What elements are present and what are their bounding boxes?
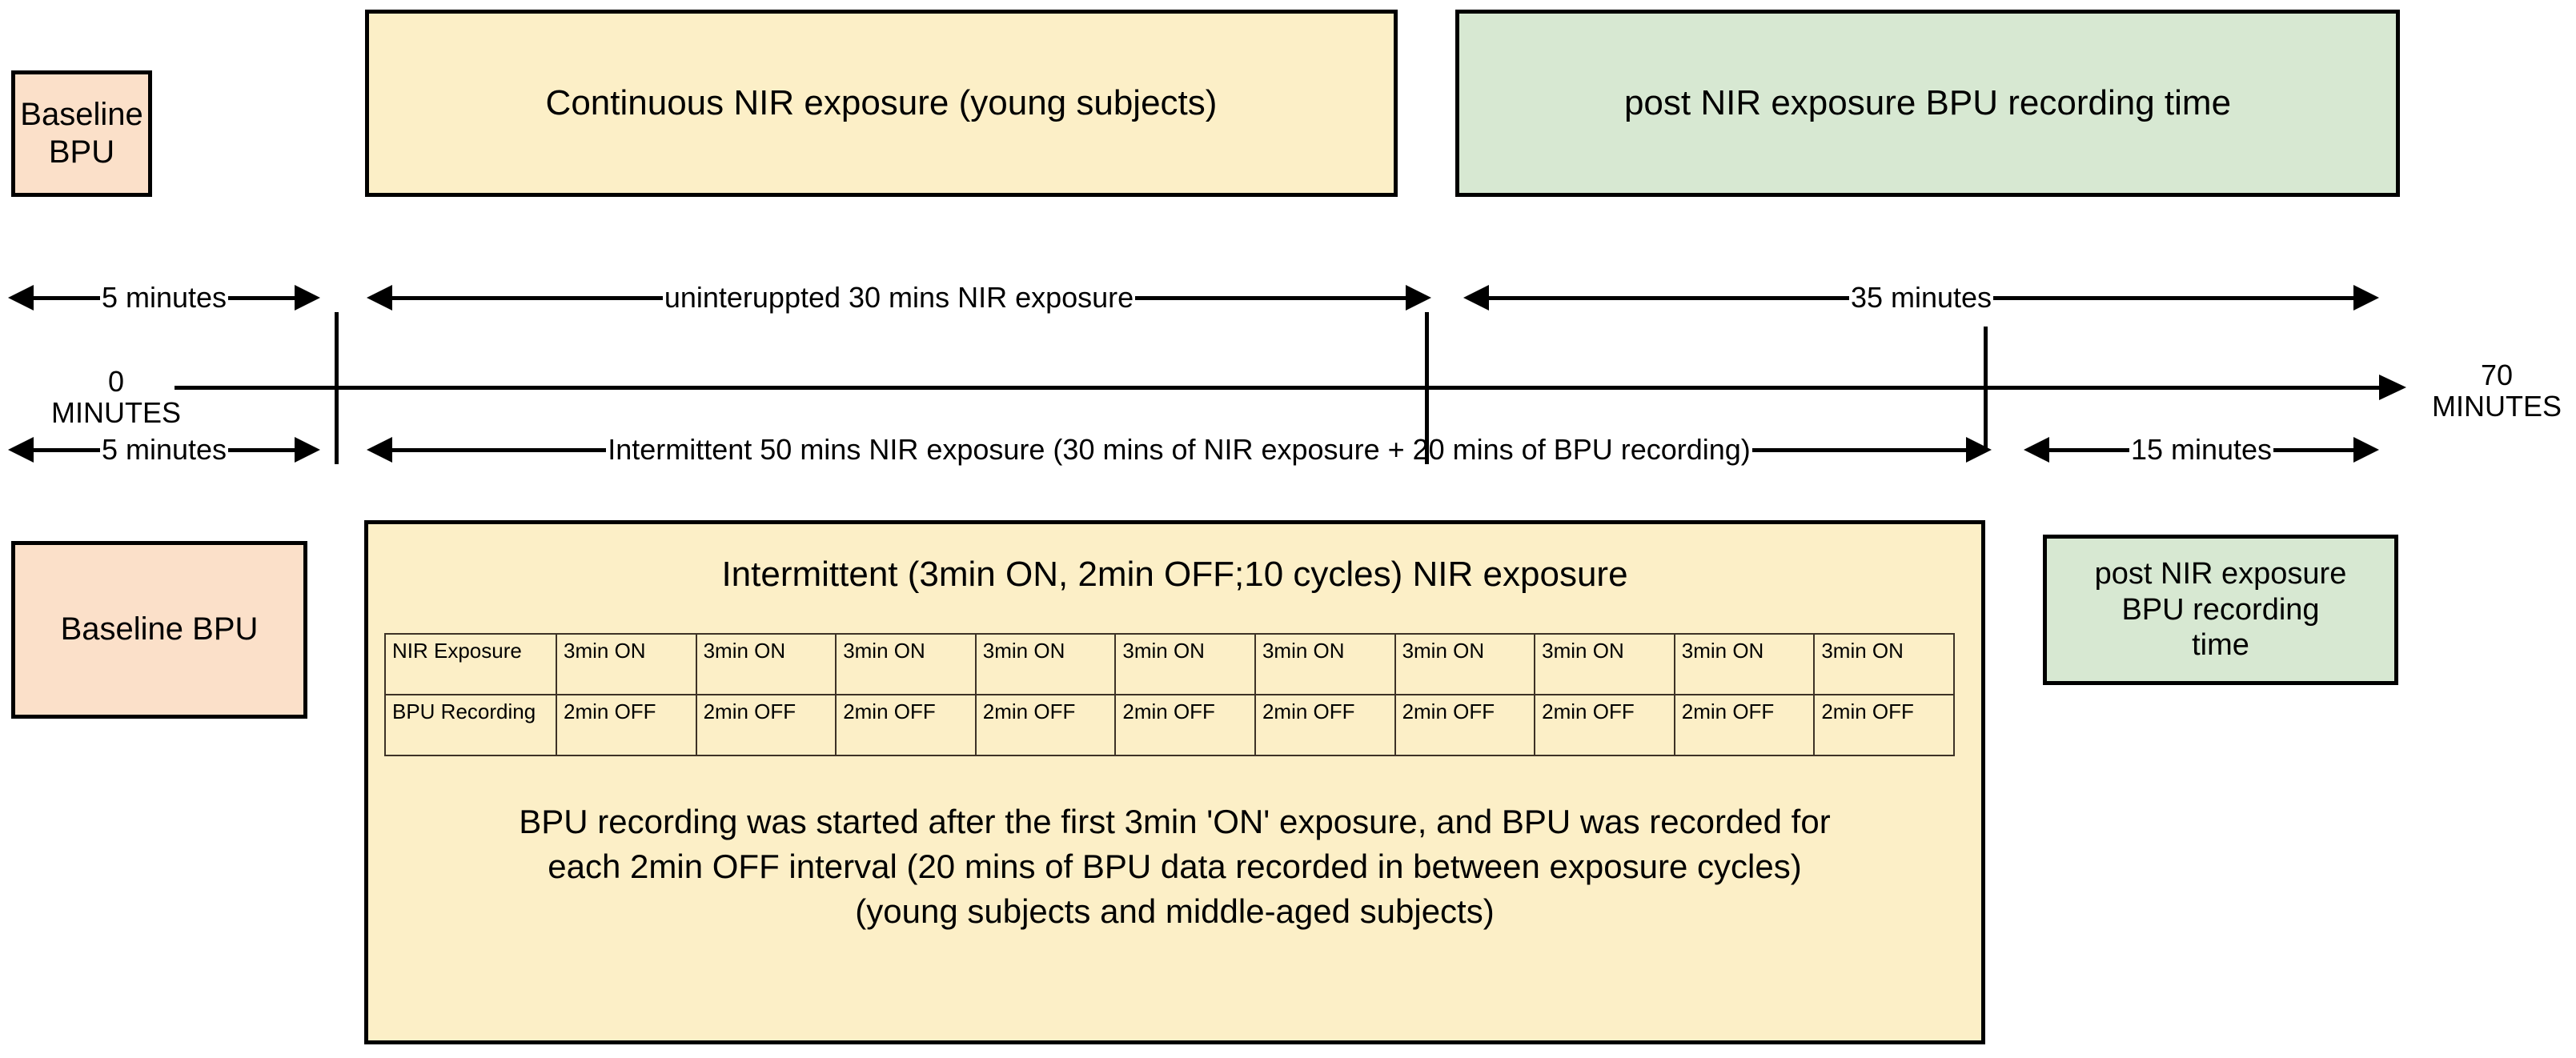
measure-label: Intermittent 50 mins NIR exposure (30 mi… <box>608 433 1751 466</box>
intermittent-nir-exposure-panel: Intermittent (3min ON, 2min OFF;10 cycle… <box>364 520 1985 1044</box>
cell-nir-3: 3min ON <box>835 633 977 695</box>
timeline-start-unit: MINUTES <box>51 395 181 429</box>
caption-line-2: each 2min OFF interval (20 mins of BPU d… <box>548 847 1802 885</box>
arrow-head-left-icon <box>1463 285 1489 311</box>
cell-nir-1: 3min ON <box>556 633 697 695</box>
arrow-bar <box>1489 295 1849 300</box>
bottom-post-nir-recording-box: post NIR exposure BPU recording time <box>2043 535 2398 685</box>
arrow-head-left-icon <box>367 285 392 311</box>
caption-line-1: BPU recording was started after the firs… <box>519 803 1831 840</box>
arrow-head-right-icon <box>2353 285 2380 311</box>
cell-bpu-1: 2min OFF <box>556 694 697 756</box>
timeline-end-unit: MINUTES <box>2432 389 2562 423</box>
arrow-bar <box>34 295 100 300</box>
continuous-nir-exposure-box: Continuous NIR exposure (young subjects) <box>365 10 1398 197</box>
bottom-post-line-1: post NIR exposure <box>2094 556 2347 591</box>
cell-bpu-4: 2min OFF <box>974 694 1117 756</box>
cell-bpu-6: 2min OFF <box>1254 694 1396 756</box>
measure-label: 15 minutes <box>2130 433 2273 466</box>
arrow-bar <box>228 295 295 300</box>
table-row-bpu-recording: BPU Recording 2min OFF 2min OFF 2min OFF… <box>384 694 1955 756</box>
cell-nir-10: 3min ON <box>1813 633 1955 695</box>
measure-lower-intermittent-50-mins: Intermittent 50 mins NIR exposure (30 mi… <box>367 429 1992 471</box>
top-post-nir-recording-label: post NIR exposure BPU recording time <box>1623 83 2232 123</box>
measure-label: 5 minutes <box>101 281 227 314</box>
measure-upper-35-minutes: 35 minutes <box>1463 277 2380 319</box>
timeline-start-value: 0 <box>107 365 125 398</box>
cell-bpu-5: 2min OFF <box>1114 694 1256 756</box>
cell-bpu-7: 2min OFF <box>1394 694 1536 756</box>
continuous-nir-exposure-label: Continuous NIR exposure (young subjects) <box>545 83 1218 123</box>
bottom-baseline-bpu-label: Baseline BPU <box>60 611 259 647</box>
timeline-end-label: 70 MINUTES <box>2418 359 2576 423</box>
arrow-bar <box>34 447 100 452</box>
arrow-bar <box>1135 295 1406 300</box>
cell-nir-4: 3min ON <box>974 633 1117 695</box>
top-baseline-bpu-label: Baseline BPU <box>20 96 143 170</box>
measure-lower-5-minutes: 5 minutes <box>8 429 321 471</box>
measure-upper-5-minutes: 5 minutes <box>8 277 321 319</box>
cell-nir-7: 3min ON <box>1394 633 1536 695</box>
measure-lower-15-minutes: 15 minutes <box>2024 429 2380 471</box>
arrow-head-left-icon <box>8 285 34 311</box>
timeline-axis-line <box>175 386 2384 390</box>
arrow-bar <box>1751 447 1966 452</box>
arrow-head-right-icon <box>295 437 321 463</box>
arrow-bar <box>228 447 295 452</box>
arrow-head-left-icon <box>367 437 392 463</box>
cell-bpu-8: 2min OFF <box>1534 694 1675 756</box>
arrow-head-right-icon <box>1966 437 1992 463</box>
timeline-axis-arrow-icon <box>2379 375 2406 400</box>
cell-nir-8: 3min ON <box>1534 633 1675 695</box>
arrow-head-right-icon <box>295 285 321 311</box>
row-label-nir-exposure: NIR Exposure <box>384 633 557 695</box>
arrow-bar <box>2049 447 2129 452</box>
intermittent-panel-caption: BPU recording was started after the firs… <box>379 800 1970 934</box>
cell-nir-6: 3min ON <box>1254 633 1396 695</box>
nir-cycle-table: NIR Exposure 3min ON 3min ON 3min ON 3mi… <box>384 633 1955 756</box>
caption-line-3: (young subjects and middle-aged subjects… <box>855 892 1495 930</box>
bottom-post-line-2: BPU recording <box>2121 592 2320 627</box>
arrow-bar <box>392 295 663 300</box>
cell-bpu-10: 2min OFF <box>1813 694 1955 756</box>
measure-upper-uninterrupted-30-mins: uninteruppted 30 mins NIR exposure <box>367 277 1431 319</box>
timeline-tick-5min <box>335 312 339 464</box>
cell-nir-2: 3min ON <box>695 633 837 695</box>
bottom-post-line-3: time <box>2192 628 2249 663</box>
timeline-end-value: 70 <box>2480 359 2514 391</box>
row-label-bpu-recording: BPU Recording <box>384 694 557 756</box>
timeline-tick-35min <box>1425 312 1429 464</box>
arrow-bar <box>1993 295 2354 300</box>
measure-label: 5 minutes <box>101 433 227 466</box>
arrow-head-right-icon <box>1406 285 1431 311</box>
arrow-head-left-icon <box>8 437 34 463</box>
intermittent-panel-title: Intermittent (3min ON, 2min OFF;10 cycle… <box>721 555 1628 594</box>
arrow-head-left-icon <box>2024 437 2049 463</box>
cell-bpu-3: 2min OFF <box>835 694 977 756</box>
table-row-nir-exposure: NIR Exposure 3min ON 3min ON 3min ON 3mi… <box>384 633 1955 695</box>
arrow-head-right-icon <box>2353 437 2380 463</box>
cell-nir-5: 3min ON <box>1114 633 1256 695</box>
timeline-tick-55min <box>1984 327 1988 451</box>
cell-bpu-9: 2min OFF <box>1673 694 1816 756</box>
measure-label: uninteruppted 30 mins NIR exposure <box>664 281 1134 314</box>
cell-bpu-2: 2min OFF <box>695 694 837 756</box>
top-baseline-bpu-box: Baseline BPU <box>11 70 152 197</box>
timeline-start-label: 0 MINUTES <box>48 365 184 429</box>
measure-label: 35 minutes <box>1850 281 1992 314</box>
cell-nir-9: 3min ON <box>1673 633 1816 695</box>
bottom-baseline-bpu-box: Baseline BPU <box>11 541 307 719</box>
top-post-nir-recording-box: post NIR exposure BPU recording time <box>1455 10 2400 197</box>
timeline: 5 minutes uninteruppted 30 mins NIR expo… <box>0 264 2576 504</box>
arrow-bar <box>2273 447 2354 452</box>
arrow-bar <box>392 447 607 452</box>
